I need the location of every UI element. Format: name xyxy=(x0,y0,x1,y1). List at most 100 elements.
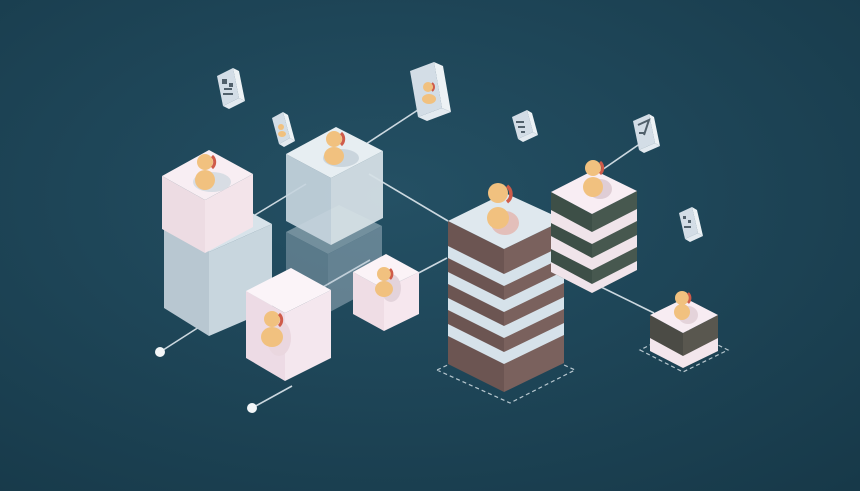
stripe-left xyxy=(448,298,504,338)
card-bottom xyxy=(418,108,451,121)
user-avatar-icon xyxy=(375,267,401,302)
card-bottom xyxy=(685,233,703,242)
user-avatar-icon xyxy=(193,154,231,192)
user-cube-top-left[interactable] xyxy=(162,150,253,253)
stripe-right xyxy=(504,245,564,286)
card-glyph xyxy=(637,118,651,136)
card-bottom xyxy=(223,98,245,109)
avatar-head xyxy=(326,131,342,147)
user-avatar-icon xyxy=(261,311,291,356)
connector-line xyxy=(251,385,293,409)
profile-card-icon[interactable] xyxy=(410,62,451,121)
green-striped-server[interactable] xyxy=(551,160,637,293)
document-card-icon[interactable] xyxy=(217,68,245,109)
stripe-right xyxy=(592,261,637,293)
user-avatar-icon xyxy=(583,160,612,199)
stripe-right xyxy=(592,209,637,244)
card-face xyxy=(217,68,239,106)
connection-endpoint-icon[interactable] xyxy=(247,403,257,413)
card-face xyxy=(512,110,533,139)
stripe-right xyxy=(592,235,637,270)
cube-left-face xyxy=(162,176,205,253)
translucent-user-cube[interactable] xyxy=(286,127,383,245)
card-side xyxy=(434,62,451,112)
document-card-icon[interactable] xyxy=(679,207,703,242)
card-glyph xyxy=(684,226,691,228)
card-side xyxy=(649,114,660,146)
card-glyph xyxy=(518,126,525,128)
avatar-accent xyxy=(686,292,692,304)
large-striped-server[interactable] xyxy=(448,183,564,392)
stripe-right xyxy=(504,297,564,338)
profile-card-icon[interactable] xyxy=(272,112,295,147)
small-user-cube-center[interactable] xyxy=(353,254,419,331)
stripe-right xyxy=(683,338,718,368)
avatar-accent xyxy=(505,184,513,204)
avatar-accent xyxy=(210,154,217,170)
card-glyph xyxy=(688,220,691,223)
card-side xyxy=(283,112,295,141)
avatar-accent xyxy=(339,131,346,147)
stripe-left xyxy=(551,210,592,244)
connector-line xyxy=(365,105,425,145)
card-avatar-accent xyxy=(431,82,435,92)
cube-left-face xyxy=(286,154,331,245)
card-side xyxy=(692,207,703,236)
avatar-body xyxy=(487,207,509,229)
stripe-left xyxy=(448,246,504,286)
message-card-icon[interactable] xyxy=(512,110,538,142)
avatar-body xyxy=(674,304,690,320)
avatar-body xyxy=(261,327,283,347)
card-bottom xyxy=(518,132,538,142)
card-side xyxy=(527,110,538,135)
stripe-left xyxy=(448,324,504,364)
avatar-accent xyxy=(598,160,605,176)
floating-cards xyxy=(217,62,703,242)
avatar-accent xyxy=(277,312,284,328)
avatar-body xyxy=(195,170,215,190)
user-avatar-icon xyxy=(487,183,519,235)
stripe-left xyxy=(650,338,683,368)
stripe-right xyxy=(504,271,564,312)
small-striped-server[interactable] xyxy=(650,291,718,368)
cube-top-face xyxy=(246,268,331,313)
card-avatar-head xyxy=(423,82,433,92)
connection-endpoint-icon[interactable] xyxy=(155,347,165,357)
card-avatar-head xyxy=(278,124,284,130)
avatar-body xyxy=(375,281,393,297)
stripe-left xyxy=(448,272,504,312)
avatar-accent xyxy=(388,268,394,280)
card-glyph xyxy=(223,93,233,95)
cube-left-face xyxy=(164,226,209,336)
card-side xyxy=(233,68,245,101)
card-avatar-body xyxy=(422,94,436,104)
message-card-icon[interactable] xyxy=(633,114,660,153)
cube-right-face xyxy=(205,174,253,253)
avatar-head xyxy=(488,183,508,203)
stack-stripes xyxy=(650,338,718,368)
avatar-head xyxy=(585,160,601,176)
connector-line xyxy=(315,259,371,292)
card-glyph xyxy=(516,121,524,123)
stripe-left xyxy=(551,262,592,293)
avatar-head xyxy=(264,311,280,327)
stripe-right xyxy=(504,323,564,364)
card-glyph xyxy=(683,216,686,219)
avatar-body xyxy=(324,147,344,165)
connector-line xyxy=(598,140,645,173)
card-bottom xyxy=(639,143,660,153)
card-glyph xyxy=(639,132,645,134)
card-avatar-body xyxy=(278,131,286,137)
cube-right-face xyxy=(285,290,331,381)
connector-lines xyxy=(159,105,655,409)
user-cube-bottom-left[interactable] xyxy=(246,268,331,381)
stripe-left xyxy=(551,236,592,270)
card-glyph xyxy=(229,83,233,87)
stack-stripes xyxy=(448,245,564,364)
avatar-head xyxy=(197,154,213,170)
user-avatar-icon xyxy=(323,131,359,167)
stack-stripes xyxy=(551,209,637,293)
cube-right-face xyxy=(331,151,383,245)
